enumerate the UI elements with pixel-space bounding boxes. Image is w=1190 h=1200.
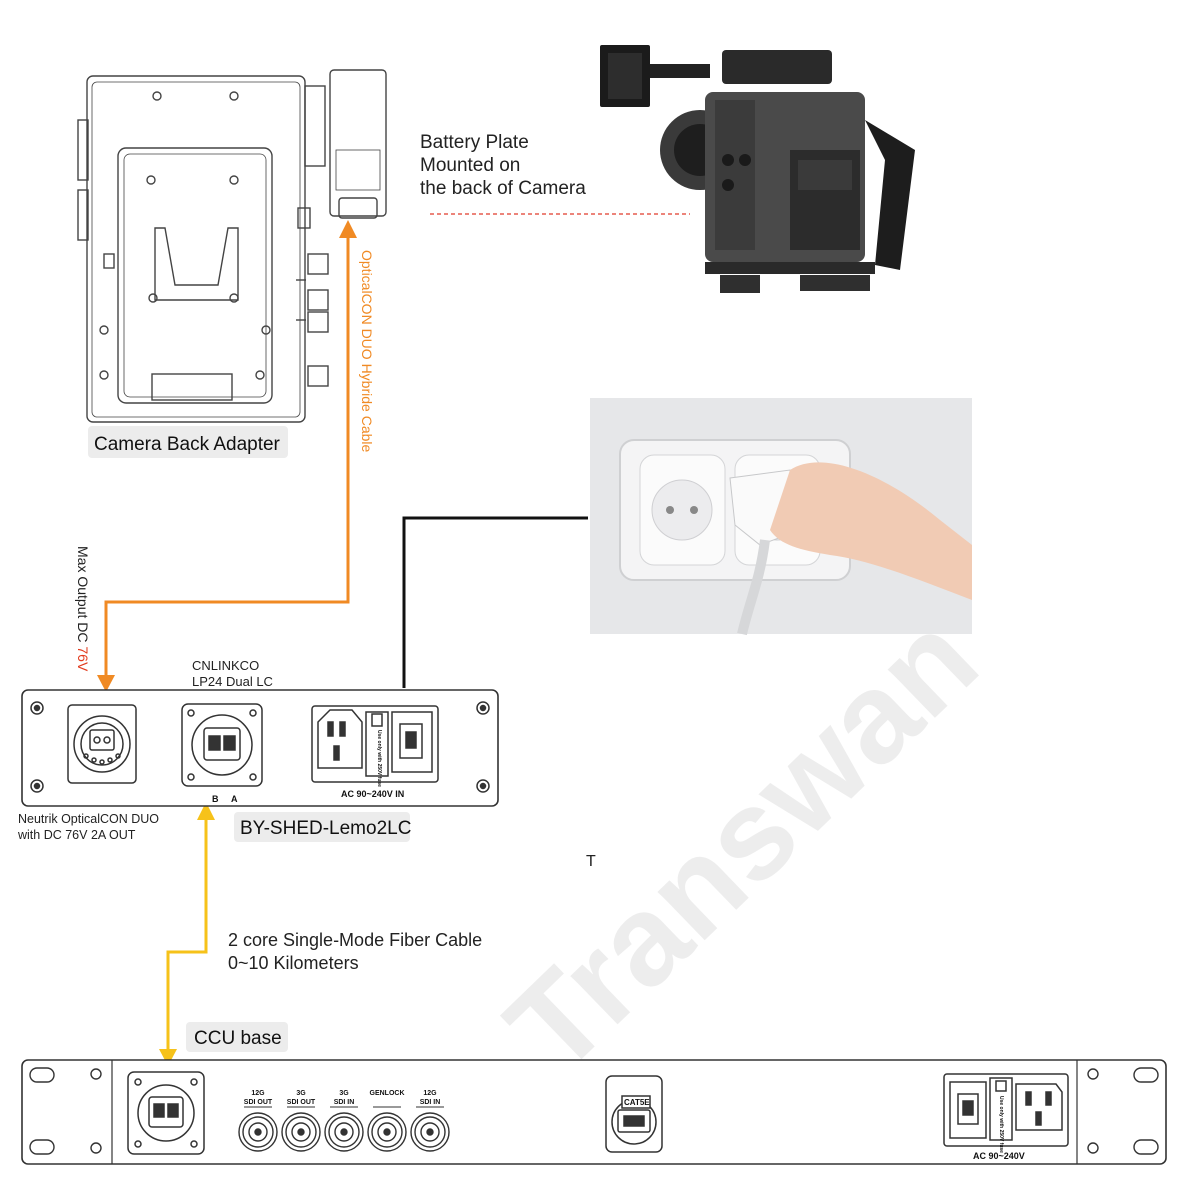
- ccu-bnc-port-label-top: 12G: [251, 1090, 265, 1097]
- ccu-bnc-ports: 12G SDI OUT 3G SDI OUT 3G SDI IN GENLOCK 12G SDI…: [238, 1090, 450, 1152]
- ccu-base: 12G SDI OUT 3G SDI OUT 3G SDI IN GENLOCK 12G SDI…: [21, 1059, 1167, 1165]
- ccu-label: CCU base: [194, 1028, 282, 1049]
- battery-plate-note-line3: the back of Camera: [420, 178, 586, 199]
- fiber-cable: [166, 813, 208, 1062]
- fiber-cable-label-line1: 2 core Single-Mode Fiber Cable: [228, 930, 482, 950]
- ccu-bnc-port: 3G SDI IN: [324, 1090, 364, 1152]
- fiber-cable-arrow-bottom: [159, 1049, 177, 1066]
- ccu-bnc-port-label-top: GENLOCK: [370, 1090, 405, 1097]
- shed-connector-top-line1: CNLINKCO: [192, 658, 259, 673]
- battery-plate-note-line2: Mounted on: [420, 155, 520, 176]
- camera-back-adapter: [77, 69, 387, 423]
- ccu-ac-inlet-panel: [943, 1073, 1069, 1147]
- ccu-bnc-connector-ring: [426, 1128, 434, 1136]
- neutrik-connector-line1: Neutrik OpticalCON DUO: [18, 812, 159, 826]
- wall-socket-image: [590, 398, 972, 636]
- hybrid-cable: [104, 232, 350, 688]
- shed-port-b: B: [212, 794, 219, 804]
- shed-name-label-bg: [234, 812, 410, 842]
- lp24-dual-lc-connector: [181, 703, 263, 787]
- max-output-value: 76V: [75, 646, 91, 672]
- fiber-cable-arrow-top: [197, 802, 215, 820]
- ccu-cat5e-label: CAT5E: [624, 1098, 650, 1107]
- ccu-cat5e-port: [605, 1075, 663, 1153]
- shed-power-label: AC 90~240V IN: [341, 789, 404, 799]
- ccu-power-label: AC 90~240V: [973, 1151, 1025, 1161]
- ccu-bnc-port: 12G SDI OUT: [238, 1090, 278, 1152]
- shed-box: B A Use only with 250V fuse AC 90~240V I…: [21, 689, 499, 807]
- battery-plate-note-line1: Battery Plate: [420, 132, 529, 153]
- shed-fuse-text: Use only with 250V fuse: [376, 730, 382, 787]
- ccu-bnc-port-label-top: 12G: [423, 1090, 437, 1097]
- ccu-rack-ears: [29, 1067, 1159, 1155]
- shed-port-a: A: [231, 794, 238, 804]
- shed-mounting-screws: [30, 701, 490, 793]
- ccu-bnc-port-label-top: 3G: [296, 1090, 306, 1097]
- ccu-lc-connector: [127, 1071, 205, 1155]
- power-cord: [402, 516, 588, 688]
- ccu-bnc-port-label-bottom: SDI IN: [334, 1099, 355, 1106]
- max-output-label: Max Output DC 76V: [75, 546, 91, 672]
- camera-back-adapter-label-bg: [88, 426, 288, 458]
- shed-name-label: BY-SHED-Lemo2LC: [240, 818, 411, 839]
- cinema-camera-image: [600, 45, 915, 293]
- ccu-fuse-text: Use only with 250V fuse: [998, 1096, 1004, 1153]
- ccu-bnc-port: 12G SDI IN: [410, 1090, 450, 1152]
- fiber-cable-label-line2: 0~10 Kilometers: [228, 953, 359, 973]
- shed-connector-top-line2: LP24 Dual LC: [192, 674, 273, 689]
- hybrid-cable-label: OpticalCON DUO Hybride Cable: [359, 250, 375, 452]
- max-output-prefix: Max Output DC: [75, 546, 91, 646]
- ccu-bnc-port-label-top: 3G: [339, 1090, 349, 1097]
- hybrid-cable-arrow-bottom: [97, 675, 115, 692]
- ccu-bnc-port: 3G SDI OUT: [281, 1090, 321, 1152]
- camera-back-adapter-label: Camera Back Adapter: [94, 434, 281, 455]
- ccu-bnc-port-label-bottom: SDI IN: [420, 1099, 441, 1106]
- ccu-bnc-port: GENLOCK: [367, 1090, 407, 1152]
- ccu-bnc-connector-ring: [297, 1128, 305, 1136]
- watermark: Transwan: [480, 587, 1004, 1100]
- hybrid-cable-arrow-top: [339, 220, 357, 238]
- ccu-bnc-port-label-bottom: SDI OUT: [287, 1099, 316, 1106]
- ccu-bnc-connector-ring: [383, 1128, 391, 1136]
- ccu-bnc-connector-ring: [340, 1128, 348, 1136]
- ccu-bnc-port-label-bottom: SDI OUT: [244, 1099, 273, 1106]
- opticalcon-duo-connector: [67, 704, 137, 784]
- neutrik-connector-line2: with DC 76V 2A OUT: [17, 828, 136, 842]
- shed-ac-inlet-panel: [311, 705, 439, 783]
- ccu-label-bg: [186, 1022, 288, 1052]
- ccu-bnc-connector-ring: [254, 1128, 262, 1136]
- stray-t: T: [586, 853, 596, 870]
